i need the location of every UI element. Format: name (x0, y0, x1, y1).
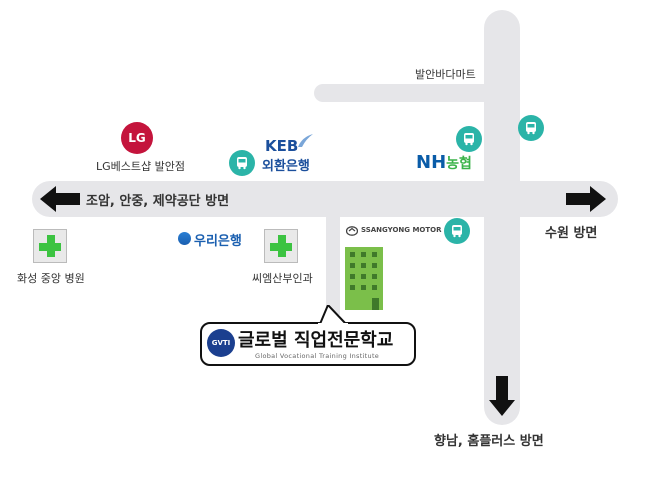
bus-stop-icon (444, 218, 470, 244)
keb-bank-name: 외환은행 (262, 159, 310, 174)
school-badge-icon: GVTI (207, 329, 235, 357)
arrow-left-icon (40, 186, 80, 212)
school-callout (200, 322, 416, 366)
bus-stop-icon (456, 126, 482, 152)
direction-west-label: 조암, 안중, 제약공단 방면 (86, 194, 230, 209)
clinic-cross-icon (264, 229, 298, 263)
hospital-label: 화성 중앙 병원 (17, 272, 85, 285)
bus-stop-icon (229, 150, 255, 176)
lg-logo: LG (121, 122, 153, 154)
hospital-cross-icon (33, 229, 67, 263)
building-icon (345, 247, 383, 310)
side-road-north (314, 84, 486, 102)
ssangyong-label: SSANGYONG MOTOR (361, 226, 442, 234)
bamart-label: 발안바다마트 (415, 68, 476, 81)
clinic-label: 씨엠산부인과 (252, 272, 313, 285)
direction-south-label: 향남, 홈플러스 방면 (434, 434, 544, 449)
north-south-road (484, 10, 520, 425)
nh-logo-letters: NH (416, 152, 447, 173)
main-road (32, 181, 618, 217)
woori-logo-icon (178, 232, 191, 245)
school-badge-text: GVTI (211, 339, 231, 347)
ssangyong-logo-icon (346, 226, 358, 236)
arrow-down-icon (489, 376, 515, 416)
direction-east-label: 수원 방면 (545, 226, 598, 241)
keb-wing-icon (298, 134, 313, 147)
woori-bank-label: 우리은행 (194, 234, 242, 249)
school-name: 글로벌 직업전문학교 (238, 330, 394, 351)
callout-pointer (318, 305, 348, 325)
arrow-right-icon (566, 186, 606, 212)
lg-shop-label: LG베스트샵 발안점 (96, 160, 185, 173)
nh-logo: NH농협 (416, 152, 472, 173)
lg-logo-text: LG (128, 131, 146, 145)
keb-logo: KEB (265, 137, 299, 155)
school-subtitle: Global Vocational Training Institute (255, 352, 380, 360)
nh-bank-name: 농협 (446, 156, 472, 172)
bus-stop-icon (518, 115, 544, 141)
side-road-south (326, 215, 340, 315)
